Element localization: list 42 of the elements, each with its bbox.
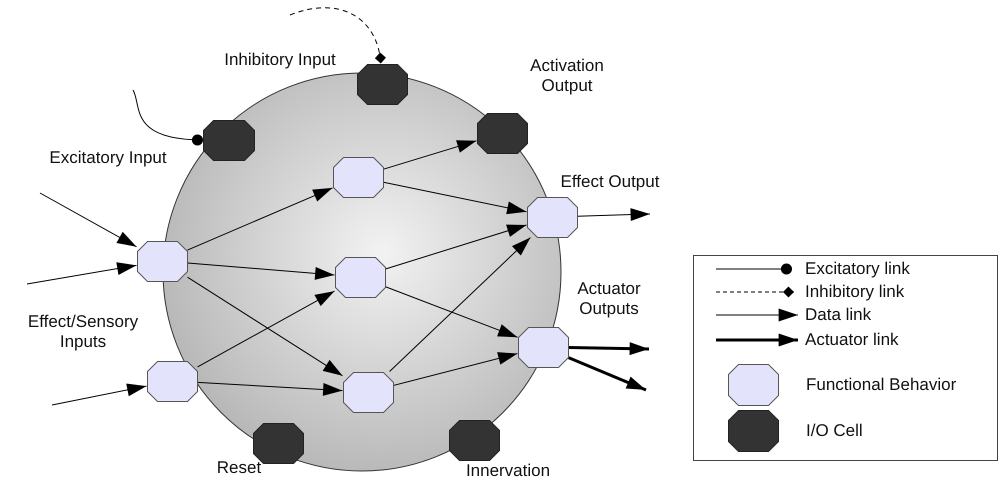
arrow <box>389 237 531 372</box>
arrow <box>187 262 335 280</box>
arrow <box>187 276 343 376</box>
thick-arrow <box>568 356 647 392</box>
legend-text: Data link <box>805 305 872 325</box>
node-caption: Reset <box>216 458 262 478</box>
node-caption: Activation Output <box>529 56 605 96</box>
behavior-octagon <box>332 156 384 198</box>
legend-text: Excitatory link <box>805 259 910 279</box>
arrow <box>52 384 147 406</box>
dashed-diamond-link <box>290 7 386 64</box>
node-caption: Effect Output <box>560 172 660 192</box>
node-caption: Excitatory Input <box>48 148 168 168</box>
io-cell-octagon <box>448 420 500 460</box>
legend-text: Actuator link <box>805 330 899 350</box>
behavior-octagon <box>518 326 568 368</box>
input-caption: Effect/Sensory Inputs <box>26 312 140 352</box>
behavior-octagon <box>342 372 394 412</box>
arrow <box>385 224 527 270</box>
node-caption: Actuator Outputs <box>576 279 642 319</box>
arrow <box>26 262 137 284</box>
behavior-octagon <box>526 196 578 238</box>
legend-text: I/O Cell <box>806 421 863 441</box>
io-cell-octagon <box>356 64 408 104</box>
dot-link <box>132 90 204 146</box>
behavior-octagon <box>334 256 386 298</box>
arrow <box>197 382 343 396</box>
arrow <box>577 208 650 222</box>
arrow <box>383 140 477 170</box>
arrow <box>393 352 518 386</box>
arrow <box>187 187 333 251</box>
legend-text: Inhibitory link <box>805 282 904 302</box>
arrow <box>40 192 137 248</box>
arrow <box>197 290 335 368</box>
behavior-octagon <box>146 360 198 402</box>
node-caption: Inhibitory Input <box>223 50 337 70</box>
node-caption: Innervation <box>464 461 552 481</box>
behavior-octagon <box>136 240 188 282</box>
legend-text: Functional Behavior <box>806 375 956 395</box>
thick-arrow <box>568 342 650 356</box>
arrow <box>385 286 518 338</box>
arrow <box>383 182 527 214</box>
